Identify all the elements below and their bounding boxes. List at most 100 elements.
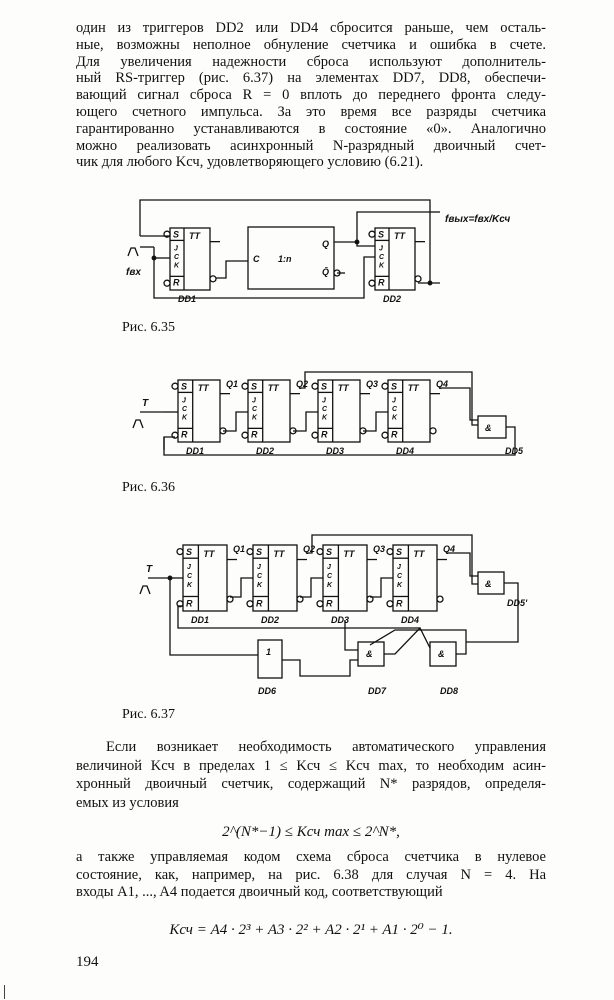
inversion-bubble [316,600,324,608]
wire [139,199,431,283]
text-line: величиной Kсч в пределах 1 ≤ Kсч ≤ Kсч m… [76,757,546,774]
jk-flip-flop [374,227,416,291]
text-line: можно реализовать асинхронный N-разрядны… [76,137,546,154]
q-output-label: Q1 [233,544,245,554]
pin-r-label: R [378,278,385,288]
inversion-bubble [209,275,217,283]
input-t-label: T [146,564,153,575]
jk-flip-flop [177,379,221,443]
pin-s-label: S [256,547,262,557]
junction-dot [151,255,157,261]
junction-dot [167,575,173,581]
output-wire [356,211,430,242]
inversion-bubble [368,279,376,287]
inversion-bubble [368,230,376,238]
pin-c-label: C [379,254,385,261]
text-line: Для увеличения надежности сброса использ… [76,53,546,70]
pin-r-label: R [181,430,188,440]
text-line: один из триггеров DD2 или DD4 сбросится … [76,20,546,36]
text-line: ные, возможны неполное обнуление счетчик… [76,36,546,53]
wire [223,411,248,432]
inversion-bubble [414,275,422,283]
inversion-bubble [246,547,254,556]
text-line: чик для любого Kсч, удовлетворяющего усл… [76,154,424,171]
pin-s-label: S [391,381,397,391]
ff-type-label: TT [343,549,355,559]
ff-type-label: TT [268,383,280,393]
gate-designator: DD7 [368,686,387,696]
inverter-symbol: 1 [266,647,271,657]
wire [363,411,388,432]
inversion-bubble [176,600,184,608]
pin-r-label: R [326,598,333,608]
pin-j-label: J [322,397,327,404]
pin-j-label: J [182,397,187,404]
jk-flip-flop [169,227,211,291]
q-output-label: Q3 [373,544,385,554]
text-line: входы A1, ..., A4 подается двоичный код,… [76,884,443,900]
formula-condition: 2^(N*−1) ≤ Kсч max ≤ 2^N*, [222,824,400,840]
wire [307,534,478,585]
wire [384,626,431,655]
pin-s-label: S [378,229,384,239]
frequency-divider [247,226,335,290]
wire [282,659,358,677]
pin-c-label: C [397,573,403,580]
gate-symbol: & [485,579,492,589]
inversion-bubble [386,600,394,608]
ff-designator: DD3 [326,446,344,456]
wire [300,577,323,598]
wire [466,582,519,643]
ff-designator: DD4 [401,615,419,625]
pin-r-label: R [256,598,263,608]
text-line: состояние, как, например, на рис. 6.38 д… [76,866,546,883]
inversion-bubble [381,382,389,390]
input-t-label: T [142,398,149,409]
pin-k-label: K [252,415,258,422]
ff-type-label: TT [413,549,425,559]
output-frequency-label: fвых=fвх/Kсч [445,214,510,225]
page-number: 194 [76,954,99,970]
inverter-gate [257,639,283,679]
inversion-bubble [386,547,394,556]
gate-symbol: & [438,649,445,659]
pin-c-label: C [322,406,328,413]
pin-c-label: C [392,406,398,413]
text-line: Если возникает необходимость автоматичес… [106,739,546,755]
pin-k-label: K [397,582,403,589]
inversion-bubble [381,431,389,439]
wire [300,371,478,426]
inversion-bubble [311,431,319,439]
pin-r-label: R [251,430,258,440]
wire [169,578,258,656]
text-line: ющего счетного импульса. За это время вс… [76,104,546,120]
input-pulse-icon [127,247,139,257]
input-frequency-label: fвх [126,267,141,278]
pin-j-label: J [392,397,397,404]
inversion-bubble [171,382,179,390]
and-gate [477,415,507,439]
ff-designator: DD2 [256,446,274,456]
divider-ratio-label: 1:n [278,254,292,264]
scan-edge-mark [4,985,5,999]
divider-q-label: Q [322,239,329,249]
pin-k-label: K [327,582,333,589]
inversion-bubble [246,600,254,608]
inversion-bubble [436,595,444,603]
inversion-bubble [163,279,171,287]
ff-designator: DD1 [191,615,209,625]
pin-c-label: C [174,254,180,261]
jk-flip-flop [252,544,298,612]
wire [230,577,253,598]
pin-s-label: S [321,381,327,391]
text-line: гарантированно устанавливаются в состоян… [76,120,546,137]
input-pulse-icon [139,585,151,595]
wire [369,629,467,655]
pin-s-label: S [173,229,179,239]
q-output-label: Q1 [226,379,238,389]
wire [447,552,478,577]
ff-designator: DD1 [178,294,196,304]
q-output-label: Q2 [303,544,315,554]
